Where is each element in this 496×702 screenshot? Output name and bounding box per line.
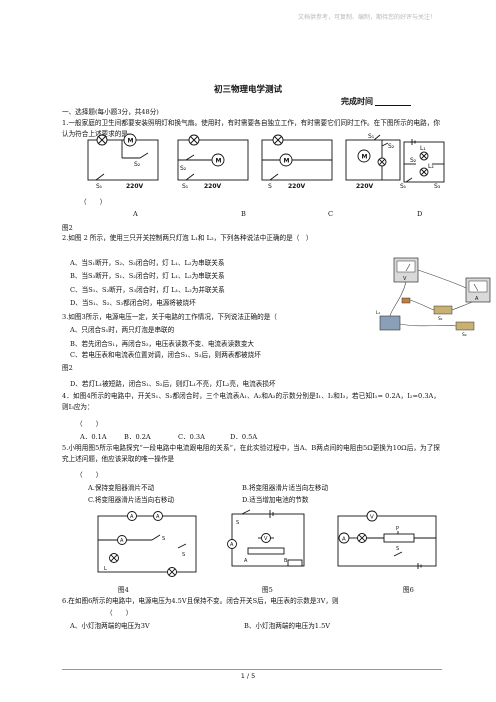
question-5-text: 5.小明用图5所示电路探究“一段电路中电流跟电阻的关系”，在此实验过程中，当A、… (62, 444, 440, 463)
switch-label: S₁ (438, 316, 443, 322)
page-title: 初三物理电学测试 (213, 85, 282, 95)
switch-s3-label: S₃ (434, 183, 441, 190)
lamp-l2-label: L₂ (428, 163, 434, 170)
option-label-c[interactable]: C (328, 210, 334, 218)
watermark: 文档供参考，可复制、编制，期待您的好评与关注！ (297, 14, 436, 21)
switch-s-label: S (182, 552, 185, 558)
q4-option-c[interactable]: C．0.3A (178, 433, 205, 441)
voltage-label: 220V (356, 183, 374, 190)
q5-option-c[interactable]: C.将变阻器滑片适当向右移动 (88, 496, 175, 504)
question-3-text: 3.如图3所示，电源电压一定，关于电路的工作情况，下列说法正确的是（ (62, 313, 277, 321)
voltage-label: 220V (204, 183, 222, 190)
switch-s1-label: S₁ (400, 183, 407, 190)
question-1-text: 1.一般家庭的卫生间都要安装照明灯和换气扇。使用时，有时需要各自独立工作，有时需… (62, 119, 440, 138)
q3-option-d[interactable]: D、若灯L₁被短路，闭合S₁、S₂后，则灯L₁不亮，灯L₂亮，电流表损坏 (70, 380, 276, 388)
q4-option-a[interactable]: A．0.1A (80, 433, 107, 441)
q6-option-a[interactable]: A、小灯泡两端的电压为3V (70, 622, 150, 630)
switch-s1-label: S₁ (96, 183, 103, 190)
figure-5-caption: 图5 (262, 586, 273, 594)
circuit-c-diagram: M S 220V (261, 134, 333, 190)
q2-option-c[interactable]: C、当S₁、S₂断开，S₃闭合时，灯 L₁、L₂为并联关系 (70, 286, 225, 294)
question-1-paren: （ ） (80, 198, 107, 206)
switch-s2-label: S₂ (388, 143, 395, 150)
question-5-paren: （ ） (76, 471, 103, 479)
ammeter-label: A (342, 537, 346, 543)
figure-3-illustration: V A L₁ S₁ S₂ (376, 257, 491, 338)
q4-option-d[interactable]: D．0.5A (230, 433, 258, 441)
question-6-text: 6.在如图6所示的电路中，电源电压为4.5V且保持不变。闭合开关S后，电压表的示… (62, 597, 339, 605)
lamp-l1-label: L₁ (420, 145, 426, 152)
motor-label: M (216, 158, 222, 165)
option-label-d[interactable]: D (417, 210, 423, 218)
figure-4-diagram: A A A S L S (97, 511, 197, 577)
q2-option-d[interactable]: D、当S₁、S₂、S₃都闭合时，电源将被烧坏 (70, 299, 196, 307)
lamp-label: L₁ (376, 310, 381, 316)
q5-option-d[interactable]: D.适当增加电池的节数 (242, 496, 309, 504)
question-6-paren: （ ） (106, 609, 133, 617)
voltmeter-label: V (264, 536, 268, 542)
switch-s1-label: S₁ (182, 183, 189, 190)
point-b-label: B (284, 558, 288, 564)
switch-s-label: S (268, 183, 272, 190)
ammeter-a1-label: A (130, 514, 134, 520)
question-4-text: 4．如图4所示的电路中，开关S₁、S₂都闭合时，三个电流表A₁、A₂和A₃的示数… (62, 392, 440, 411)
figure-4-caption: 图4 (118, 586, 129, 594)
voltage-label: 220V (126, 183, 144, 190)
q2-option-a[interactable]: A、当S₁断开，S₂、S₃闭合时，灯 L₁、L₂为串联关系 (70, 259, 225, 267)
circuit-d-diagram: M S₁ S₂ 220V (345, 133, 401, 190)
footer-divider (62, 669, 442, 670)
figure-2-caption: 图2 (62, 224, 73, 232)
ammeter-label: A (475, 296, 479, 302)
section-heading: 一、选择题(每小题3分，共48分) (62, 108, 159, 116)
ammeter-a2-label: A (156, 514, 160, 520)
figure-3-caption: 图2 (62, 364, 73, 372)
figure-2-diagram: L₁ L₂ S₁ S₂ S₃ (400, 139, 445, 190)
q6-option-b[interactable]: B、小灯泡两端的电压为1.5V (244, 622, 331, 630)
figure-5-diagram: S A V A B (227, 509, 305, 567)
ammeter-label: A (230, 542, 234, 548)
voltmeter-label: V (403, 276, 407, 282)
q3-option-b[interactable]: B、若先闭合S₁，再闭合S₂，电压表读数不变、电流表读数变大 (70, 340, 255, 348)
option-label-b[interactable]: B (241, 210, 246, 218)
q5-option-b[interactable]: B.将变阻器滑片适当向左移动 (242, 484, 329, 492)
circuit-a-diagram: M S₂ S₁ 220V (87, 133, 159, 190)
voltage-label: 220V (288, 183, 306, 190)
point-a-label: A (244, 558, 248, 564)
switch-s-label: S (236, 520, 239, 526)
motor-label: M (284, 158, 290, 165)
switch-label: S₂ (462, 332, 467, 338)
q3-option-a[interactable]: A、只闭合S₁时，两只灯泡是串联的 (70, 326, 175, 334)
switch-s2-label: S₂ (180, 165, 187, 172)
lamp-l-label: L (104, 566, 107, 572)
finish-time-blank[interactable] (375, 105, 411, 106)
ammeter-a3-label: A (120, 538, 124, 544)
finish-time-label: 完成时间 (341, 97, 373, 106)
switch-s2-label: S₂ (134, 161, 141, 168)
switch-s-label: S (162, 536, 165, 542)
figure-6-caption: 图6 (403, 586, 414, 594)
switch-s1-label: S₁ (368, 133, 375, 140)
circuit-b-diagram: M S₂ S₁ 220V (177, 134, 249, 190)
switch-s2-label: S₂ (410, 157, 417, 164)
q3-option-c[interactable]: C、若电压表和电流表位置对调，闭合S₁、S₂后，则两表都被烧坏 (70, 351, 261, 359)
page-number: 1 / 5 (240, 672, 256, 680)
motor-label: M (362, 154, 368, 161)
q2-option-b[interactable]: B、当S₃断开，S₁、S₂闭合时，灯 L₁、L₂为串联关系 (70, 272, 225, 280)
option-label-a[interactable]: A (133, 210, 138, 218)
voltmeter-label: V (370, 515, 374, 521)
q4-option-b[interactable]: B．0.2A (124, 433, 151, 441)
question-4-paren: （ ） (76, 420, 103, 428)
question-2-text: 2.如图 2 所示，使用三只开关控制两只灯泡 L₁和 L₂，下列各种说法中正确的… (62, 234, 313, 242)
figure-6-diagram: V A P S (337, 510, 437, 569)
switch-s-label: S (396, 546, 399, 552)
slider-p-label: P (396, 526, 399, 532)
motor-label: M (128, 138, 134, 145)
q5-option-a[interactable]: A.保持变阻器滑片不动 (88, 484, 155, 492)
